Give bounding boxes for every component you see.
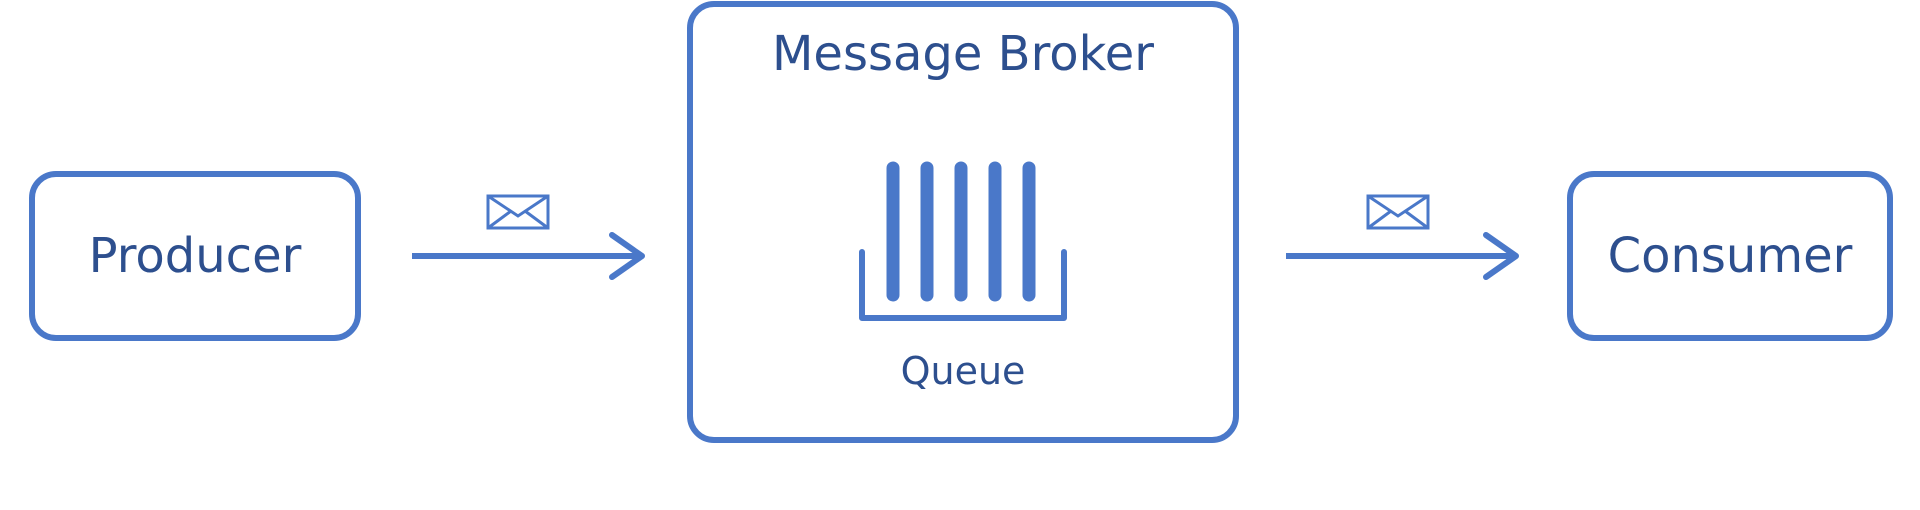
consumer-label: Consumer	[1608, 228, 1853, 284]
message-broker-node: Message Broker Queue	[687, 1, 1239, 443]
edge-broker-to-consumer	[1286, 194, 1519, 280]
broker-title: Message Broker	[772, 26, 1154, 82]
consumer-box	[1567, 171, 1893, 341]
envelope-icon	[486, 194, 550, 230]
queue-label: Queue	[901, 349, 1026, 393]
producer-label: Producer	[89, 228, 302, 284]
queue: Queue	[859, 161, 1067, 393]
broker-box	[687, 1, 1239, 443]
arrow-head	[1483, 232, 1519, 280]
consumer-node: Consumer	[1567, 171, 1893, 341]
queue-container	[859, 249, 1067, 321]
edge-producer-to-broker	[412, 194, 645, 280]
queue-slots	[886, 161, 1036, 302]
envelope-icon	[1366, 194, 1430, 230]
arrow-head	[609, 232, 645, 280]
producer-node: Producer	[29, 171, 361, 341]
producer-box	[29, 171, 361, 341]
